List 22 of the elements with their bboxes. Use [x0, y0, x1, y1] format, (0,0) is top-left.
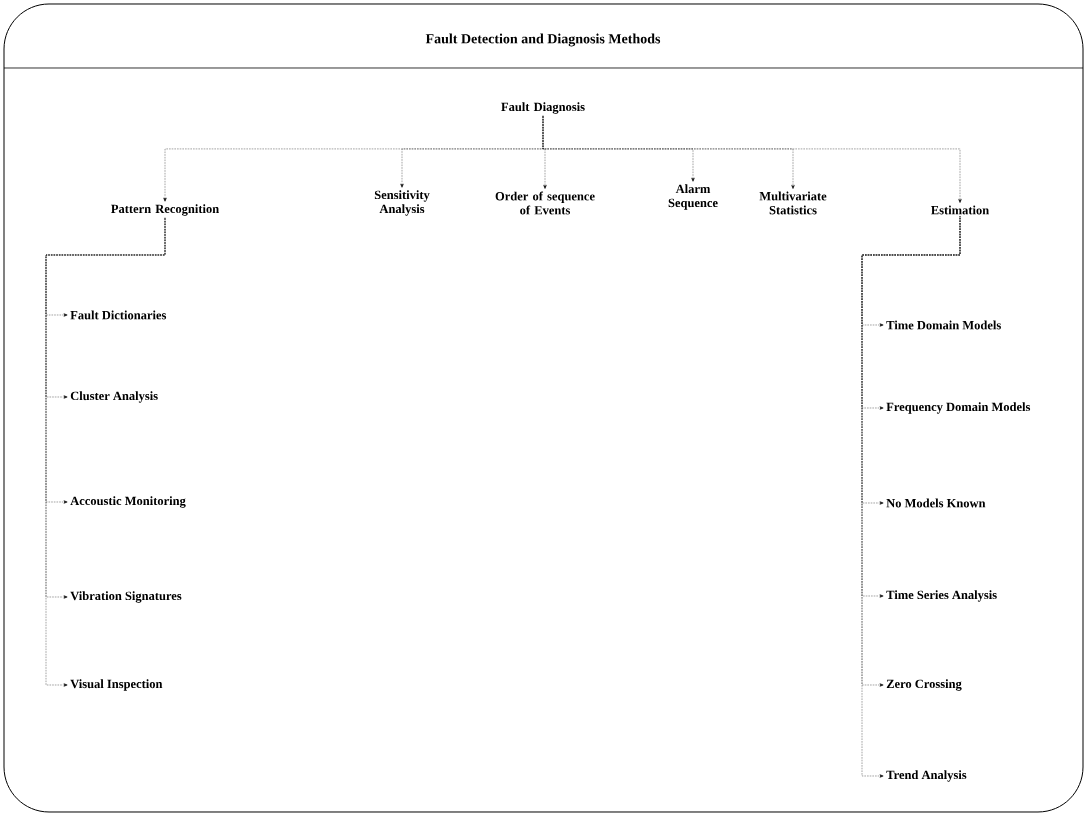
label-text: Trend Analysis — [886, 770, 967, 782]
label-text: Sensitivity Analysis — [374, 190, 430, 216]
label-text: Estimation — [931, 205, 989, 215]
label-text: Fault Dictionaries — [70, 310, 167, 320]
label-text: Vibration Signatures — [70, 591, 182, 603]
label-text: Time Series Analysis — [886, 590, 997, 602]
title: Fault Detection and Diagnosis Methods — [425, 33, 661, 47]
label-text: Visual Inspection — [70, 679, 163, 691]
label-text: Pattern Recognition — [111, 204, 219, 216]
label-text: Zero Crossing — [886, 679, 962, 691]
label-text: Time Domain Models — [886, 320, 1001, 330]
label-text: Multivariate Statistics — [759, 191, 827, 215]
label-text: Accoustic Monitoring — [70, 496, 186, 508]
label-text: Alarm Sequence — [668, 184, 718, 210]
label-text: Order of sequence of Events — [495, 191, 595, 215]
arrow — [542, 115, 962, 203]
label-text: Frequency Domain Models — [886, 402, 1031, 414]
label-text: Cluster Analysis — [70, 391, 158, 403]
label-text: No Models Known — [886, 498, 986, 508]
arrow — [861, 216, 961, 778]
arrow — [45, 217, 166, 687]
label-text: Fault Diagnosis — [501, 102, 585, 114]
